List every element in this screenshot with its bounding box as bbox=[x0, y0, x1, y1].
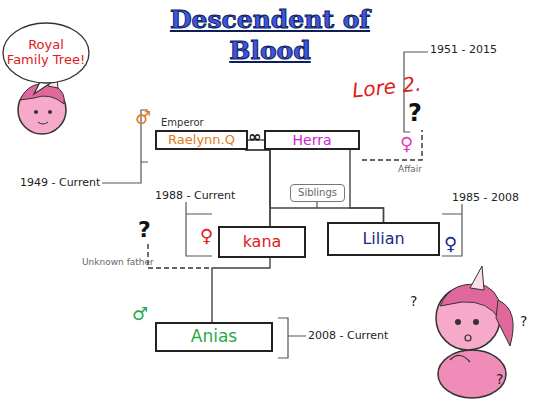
relation-box: Siblings bbox=[290, 184, 345, 202]
gender-symbol: ♂ bbox=[135, 108, 151, 128]
question-mark: ? bbox=[496, 372, 503, 387]
person-name: kana bbox=[243, 233, 282, 251]
speech-bubble: Royal Family Tree! bbox=[2, 22, 90, 84]
person-name: Anias bbox=[191, 327, 237, 347]
person-name: Raelynn.Q bbox=[168, 133, 235, 148]
family-line bbox=[245, 150, 270, 226]
family-line bbox=[269, 150, 270, 226]
date-range: 2008 - Current bbox=[308, 330, 388, 342]
bubble-ellipse bbox=[3, 23, 89, 83]
unknown-father-line bbox=[148, 244, 210, 268]
gender-symbol: ♀ bbox=[200, 226, 213, 246]
bubble-tail bbox=[34, 82, 52, 94]
family-line bbox=[212, 258, 270, 322]
family-line bbox=[245, 150, 384, 222]
affair-line bbox=[362, 130, 422, 160]
pony-illustration bbox=[436, 266, 513, 398]
person-box: EmperorRaelynn.Q bbox=[155, 130, 248, 150]
person-box: Anias bbox=[155, 322, 273, 352]
relation-note: Affair bbox=[398, 165, 422, 175]
diagram-title: Descendent of Blood bbox=[160, 4, 380, 66]
gender-symbol: ♀ bbox=[444, 234, 457, 254]
question-mark: ? bbox=[408, 100, 422, 126]
family-line bbox=[350, 150, 384, 222]
date-bracket bbox=[278, 318, 306, 358]
date-range: 1951 - 2015 bbox=[430, 44, 497, 56]
date-bracket bbox=[442, 204, 462, 256]
person-box: Herra bbox=[264, 130, 360, 150]
person-box: Lilian bbox=[327, 222, 440, 256]
note-text: Lore 2. bbox=[351, 72, 422, 101]
question-mark: ? bbox=[138, 218, 151, 242]
date-range: 1985 - 2008 bbox=[452, 192, 519, 204]
question-mark: ? bbox=[520, 314, 527, 329]
marriage-symbol: ∞ bbox=[248, 128, 261, 146]
gender-symbol: ♂ bbox=[132, 304, 148, 324]
date-range: 1988 - Current bbox=[155, 190, 235, 202]
role-heading: Emperor bbox=[161, 117, 204, 129]
question-mark: ? bbox=[410, 294, 417, 309]
relation-text: Siblings bbox=[298, 187, 337, 199]
siblings-stem bbox=[316, 202, 317, 208]
date-range: 1949 - Current bbox=[20, 177, 100, 189]
person-name: Herra bbox=[293, 132, 332, 148]
person-name: Lilian bbox=[362, 230, 404, 248]
person-box: kana bbox=[218, 226, 306, 258]
relation-note: Unknown father bbox=[82, 258, 154, 268]
bubble-text: Royal Family Tree! bbox=[6, 38, 86, 68]
gender-symbol: ♀ bbox=[400, 134, 413, 154]
